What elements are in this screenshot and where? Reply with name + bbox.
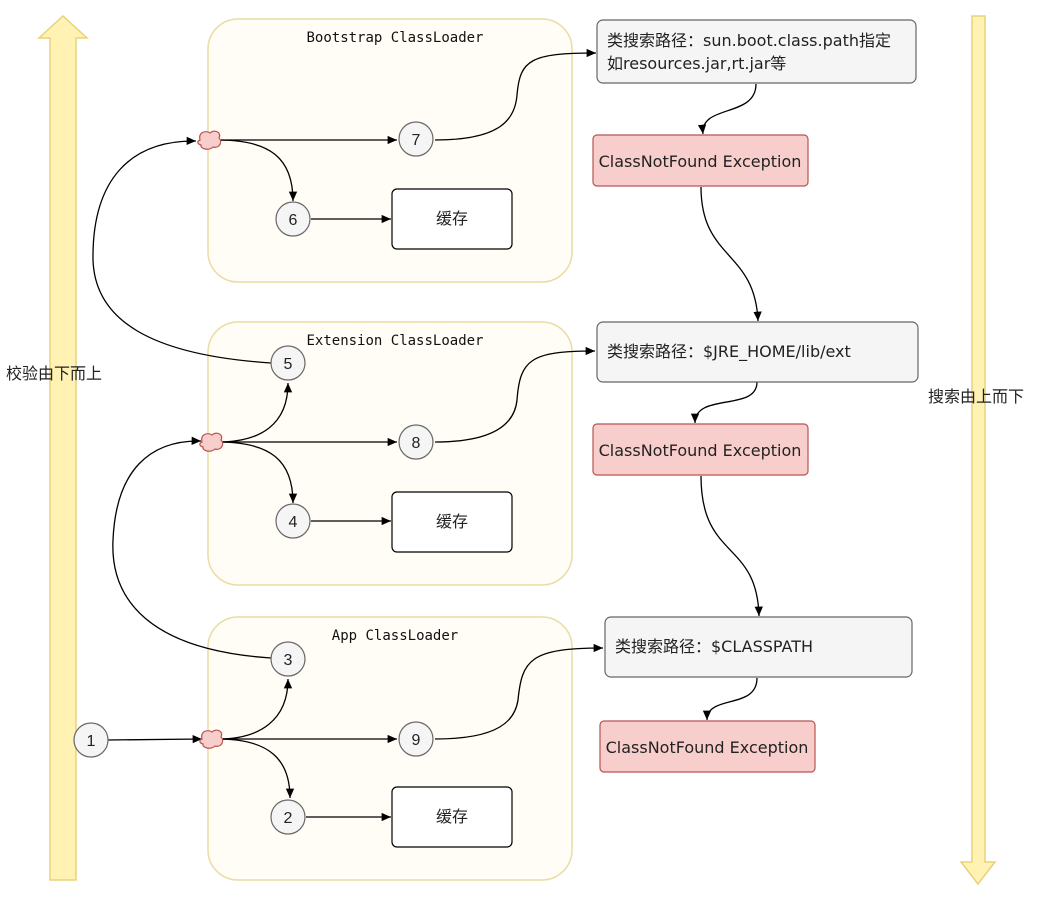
left-side-label: 校验由下而上: [6, 364, 102, 383]
app-cache: 缓存: [391, 786, 513, 848]
step-circle-1: 1: [73, 722, 109, 758]
bootstrap-exception-label: ClassNotFound Exception: [599, 152, 802, 171]
step-circle-2: 2: [270, 799, 306, 835]
extension-search-path: 类搜索路径：$JRE_HOME/lib/ext: [596, 321, 919, 383]
edge-ext-decision-to-4: [217, 441, 298, 504]
step-number-3: 3: [284, 652, 293, 669]
step-circle-6: 6: [275, 201, 311, 237]
edge-9-to-app-search: [434, 643, 604, 740]
bootstrap-search-path: 类搜索路径：sun.boot.class.path指定 如resources.j…: [596, 19, 917, 84]
edge-5-to-boot-decision: [92, 136, 272, 364]
right-down-arrow-shape: [959, 15, 997, 886]
step-circle-8: 8: [398, 424, 434, 460]
right-down-arrow: [959, 15, 997, 886]
app-cache-label: 缓存: [436, 807, 468, 826]
edge-1-to-app-decision: [107, 734, 203, 744]
app-loader-group: App ClassLoader: [207, 616, 573, 881]
app-exception: ClassNotFound Exception: [599, 720, 816, 773]
bootstrap-decision-blob: [197, 130, 222, 150]
app-decision-blob: [199, 729, 224, 749]
step-circle-4: 4: [275, 503, 311, 539]
edge-3-to-ext-decision: [112, 436, 272, 659]
step-circle-5: 5: [270, 345, 306, 381]
step-number-4: 4: [289, 514, 298, 531]
edge-boot-decision-to-6: [217, 139, 298, 202]
edge-8-to-ext-search: [434, 346, 596, 443]
app-loader-title: App ClassLoader: [332, 628, 458, 644]
step-number-8: 8: [412, 435, 421, 452]
bootstrap-loader-box: [207, 18, 573, 283]
edge-boot-exception-to-ext-search: [700, 186, 762, 322]
extension-loader-box: [207, 321, 573, 586]
step-number-6: 6: [289, 212, 298, 229]
extension-loader-title: Extension ClassLoader: [306, 333, 483, 349]
extension-cache: 缓存: [391, 491, 513, 553]
edge-app-decision-to-2: [217, 738, 295, 799]
edge-ext-exception-to-app-search: [700, 475, 763, 617]
step-number-9: 9: [412, 732, 421, 749]
step-number-5: 5: [284, 356, 293, 373]
extension-search-path-label: 类搜索路径：$JRE_HOME/lib/ext: [607, 342, 851, 362]
extension-decision-blob: [199, 432, 224, 452]
edge-boot-search-to-exception: [697, 83, 757, 135]
app-exception-label: ClassNotFound Exception: [606, 738, 809, 757]
bootstrap-search-path-line2: 如resources.jar,rt.jar等: [607, 54, 786, 73]
right-side-label: 搜索由上而下: [928, 387, 1024, 406]
edge-ext-search-to-exception: [690, 381, 758, 424]
extension-loader-group: Extension ClassLoader: [207, 321, 573, 586]
step-number-2: 2: [284, 810, 293, 827]
step-circle-3: 3: [270, 641, 306, 677]
step-circle-7: 7: [398, 121, 434, 157]
app-loader-box: [207, 616, 573, 881]
extension-exception: ClassNotFound Exception: [592, 423, 809, 476]
step-number-7: 7: [412, 132, 421, 149]
edge-app-search-to-exception: [702, 677, 758, 721]
edge-7-to-boot-search: [434, 48, 597, 141]
bootstrap-search-path-line1: 类搜索路径：sun.boot.class.path指定: [607, 31, 891, 50]
step-circle-9: 9: [398, 721, 434, 757]
extension-exception-label: ClassNotFound Exception: [599, 441, 802, 460]
edge-app-decision-to-3: [217, 678, 293, 740]
bootstrap-loader-title: Bootstrap ClassLoader: [306, 30, 483, 46]
app-search-path-label: 类搜索路径：$CLASSPATH: [615, 637, 813, 656]
bootstrap-cache-label: 缓存: [436, 209, 468, 228]
bootstrap-loader-group: Bootstrap ClassLoader: [207, 18, 573, 283]
step-number-1: 1: [87, 733, 96, 750]
app-search-path: 类搜索路径：$CLASSPATH: [604, 616, 913, 678]
bootstrap-exception: ClassNotFound Exception: [592, 134, 809, 187]
extension-cache-label: 缓存: [436, 512, 468, 531]
edges: [92, 48, 763, 822]
bootstrap-cache: 缓存: [391, 188, 513, 250]
